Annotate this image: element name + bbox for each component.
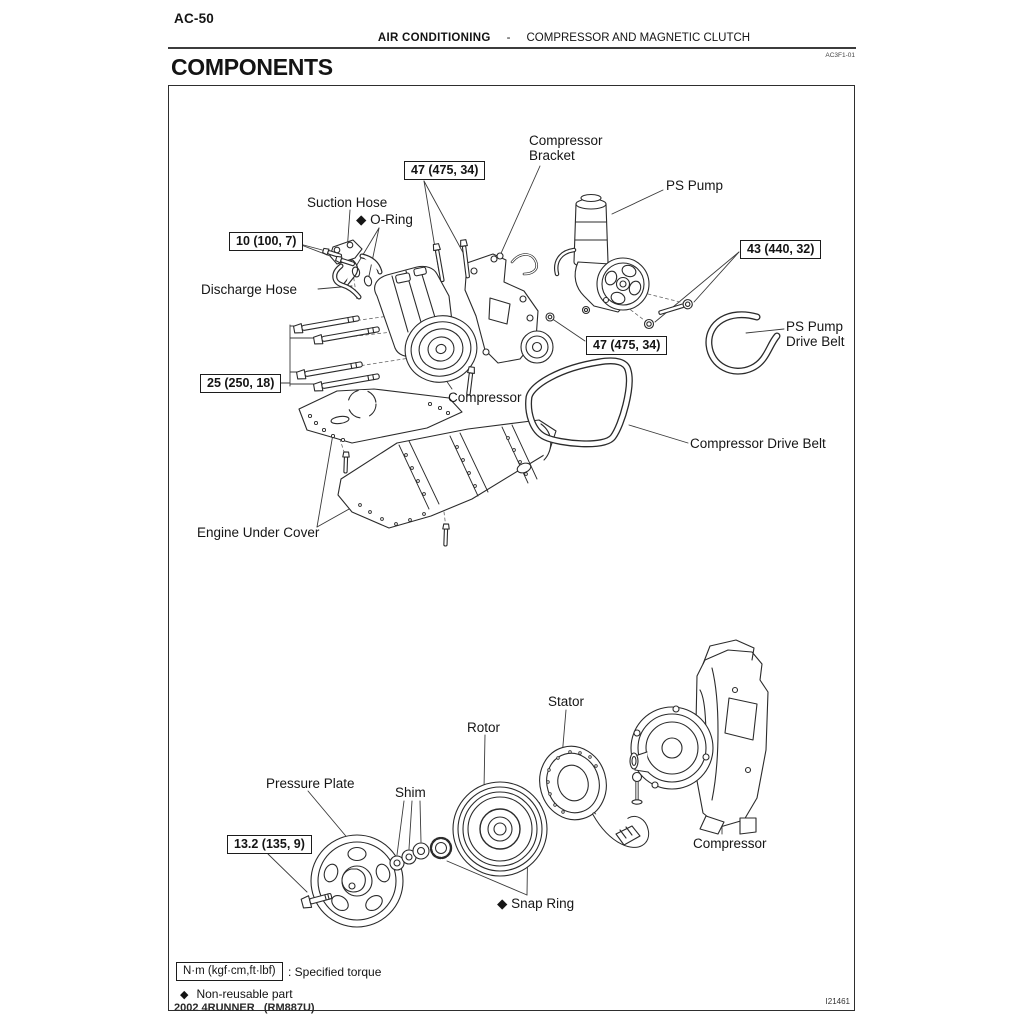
label-ps-pump-drive-belt: PS Pump Drive Belt <box>786 319 845 350</box>
header-rule <box>168 47 856 49</box>
torque-compressor-bolts: 25 (250, 18) <box>200 374 282 393</box>
page-number: AC-50 <box>174 11 215 26</box>
section-header: AIR CONDITIONING - COMPRESSOR AND MAGNETIC… <box>168 32 856 44</box>
figure-frame <box>168 85 855 1011</box>
legend-nonreusable: ◆ Non-reusable part <box>180 987 293 1001</box>
label-compressor-drive-belt: Compressor Drive Belt <box>690 436 826 451</box>
label-rotor: Rotor <box>467 720 501 735</box>
page-title: COMPONENTS <box>171 54 333 80</box>
label-engine-under-cover: Engine Under Cover <box>197 525 320 540</box>
legend-torque-desc: : Specified torque <box>288 965 382 979</box>
label-pressure-plate: Pressure Plate <box>266 776 355 791</box>
torque-suction-fitting: 10 (100, 7) <box>229 232 304 251</box>
label-compressor-top: Compressor <box>448 390 522 405</box>
diamond-icon: ◆ <box>180 989 189 1001</box>
label-suction-hose: Suction Hose <box>307 195 388 210</box>
legend-nonreusable-text: Non-reusable part <box>196 987 293 1001</box>
label-snap-ring: ◆ Snap Ring <box>497 896 575 911</box>
section-name: AIR CONDITIONING <box>377 32 491 44</box>
section-separator: - <box>506 32 511 44</box>
footer-model: 2002 4RUNNER (RM887U) <box>174 1002 315 1014</box>
torque-bracket-upper: 47 (475, 34) <box>404 161 486 180</box>
label-compressor-bottom: Compressor <box>693 836 767 851</box>
label-compressor-bracket: Compressor Bracket <box>529 133 603 164</box>
torque-ps-pump-bolt: 43 (440, 32) <box>740 240 822 259</box>
figure-id: I21461 <box>825 997 850 1006</box>
torque-bracket-lower: 47 (475, 34) <box>586 336 668 355</box>
label-stator: Stator <box>548 694 585 709</box>
legend-torque-unit-box: N·m (kgf·cm,ft·lbf) <box>176 962 283 981</box>
label-o-ring: ◆ O-Ring <box>356 212 413 227</box>
label-ps-pump: PS Pump <box>666 178 724 193</box>
doc-code: AC3F1-01 <box>825 52 855 59</box>
subsection-name: COMPRESSOR AND MAGNETIC CLUTCH <box>526 32 751 44</box>
label-shim: Shim <box>395 785 426 800</box>
label-discharge-hose: Discharge Hose <box>201 282 298 297</box>
torque-shaft-bolt: 13.2 (135, 9) <box>227 835 312 854</box>
